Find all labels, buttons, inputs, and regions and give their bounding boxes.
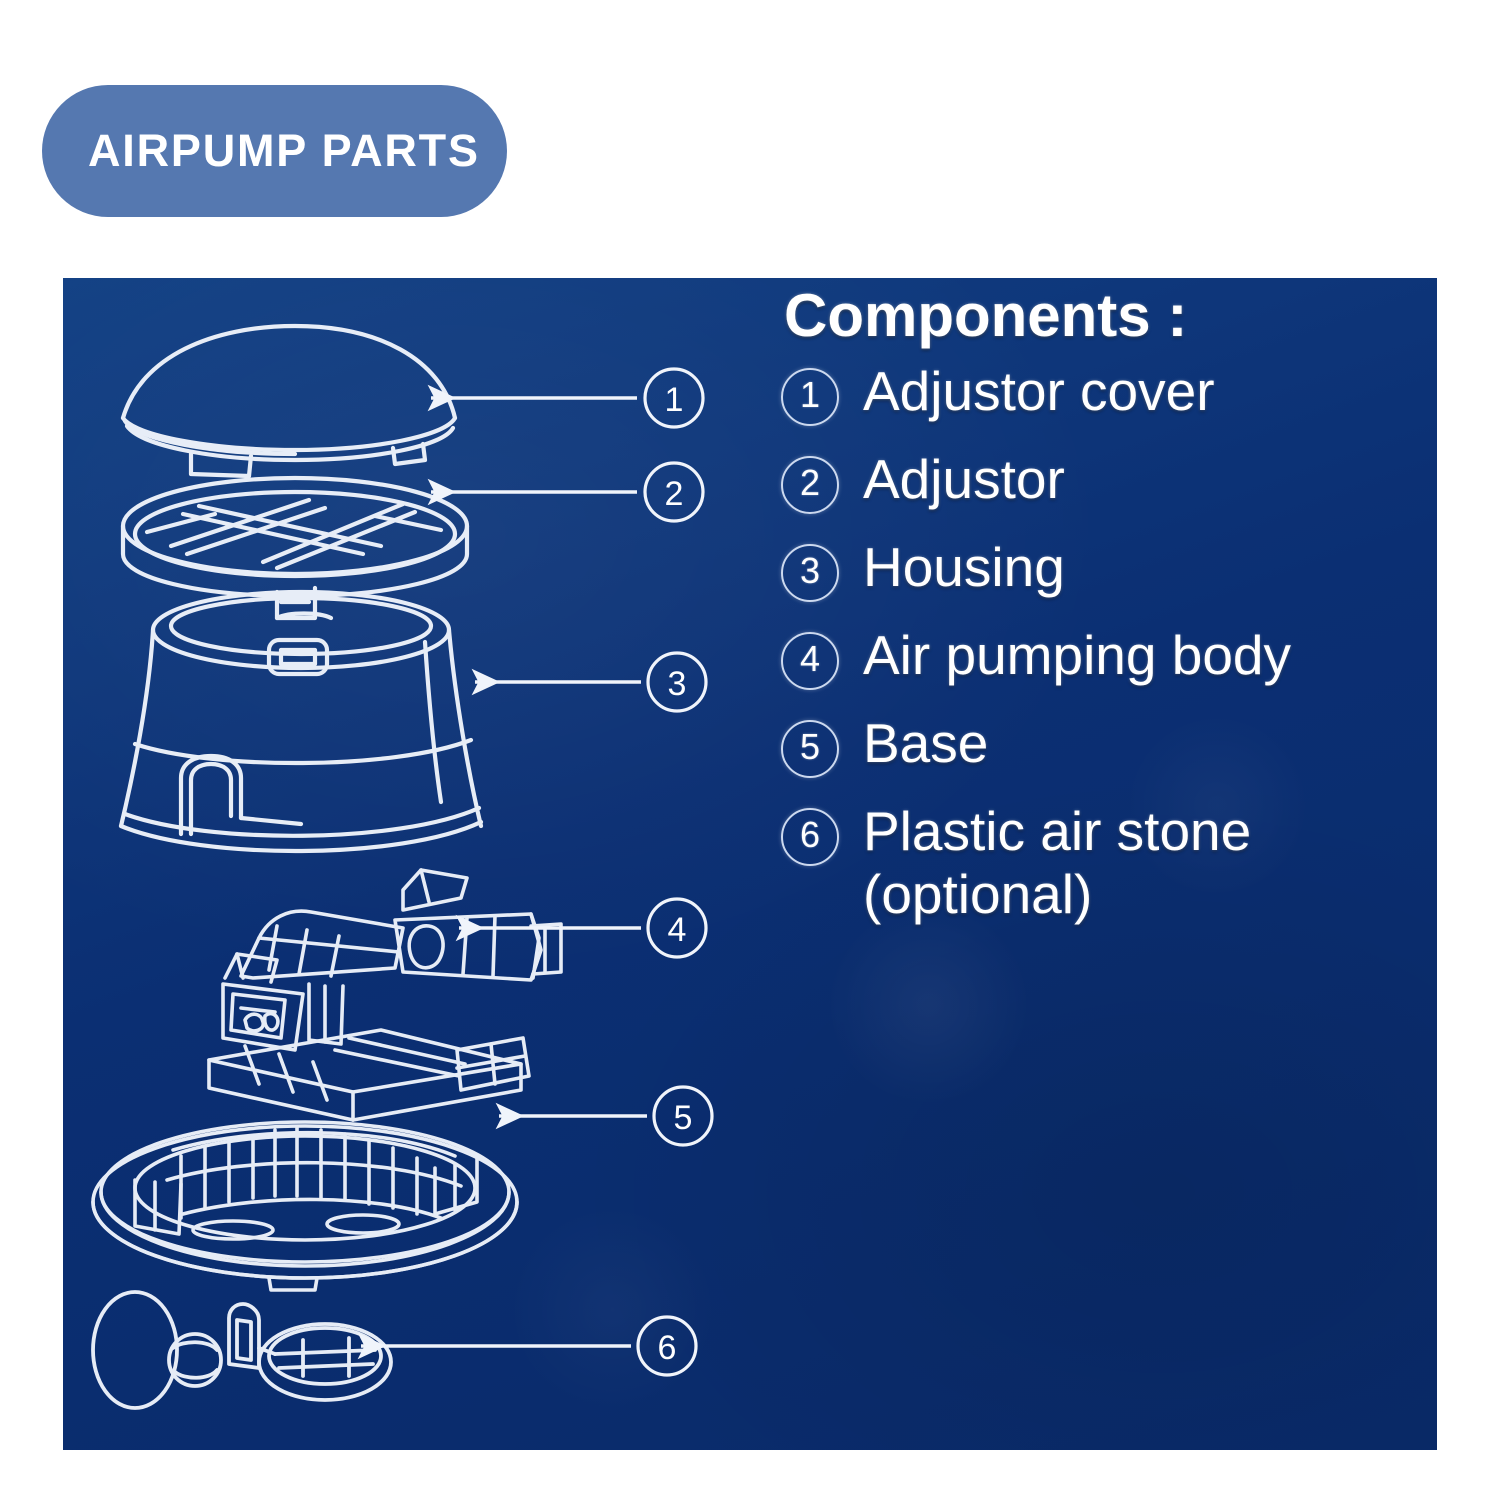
component-list-item-2: 2 Adjustor — [781, 448, 1431, 514]
component-label-2: Adjustor — [863, 448, 1065, 510]
component-list-item-4: 4 Air pumping body — [781, 624, 1431, 690]
component-number-1: 1 — [781, 368, 839, 426]
component-list-item-5: 5 Base — [781, 712, 1431, 778]
callout-arrow-5 — [495, 1085, 714, 1147]
components-heading: Components : — [784, 282, 1188, 349]
part-adjustor — [120, 475, 470, 677]
callout-arrow-4 — [455, 897, 708, 959]
exploded-diagram-panel: 1 2 3 4 5 6 Components : 1 Adjustor cove… — [63, 278, 1437, 1450]
component-label-4: Air pumping body — [863, 624, 1292, 686]
component-number-5: 5 — [781, 720, 839, 778]
part-air-pumping-body — [207, 868, 563, 1122]
part-base — [91, 1120, 519, 1292]
component-label-3: Housing — [863, 536, 1065, 598]
exploded-parts-drawing — [91, 323, 563, 1410]
callout-number-5: 5 — [674, 1099, 693, 1137]
airpump-parts-badge: AIRPUMP PARTS — [42, 85, 507, 217]
callout-number-6: 6 — [658, 1329, 677, 1367]
callout-number-4: 4 — [668, 911, 687, 949]
callout-number-3: 3 — [668, 665, 687, 703]
component-number-2: 2 — [781, 456, 839, 514]
component-label-6: Plastic air stone (optional) — [863, 800, 1252, 926]
component-number-3: 3 — [781, 544, 839, 602]
badge-label: AIRPUMP PARTS — [88, 125, 480, 176]
component-number-4: 4 — [781, 632, 839, 690]
component-number-6: 6 — [781, 808, 839, 866]
component-label-1: Adjustor cover — [863, 360, 1215, 422]
components-legend: Components : 1 Adjustor cover 2 Adjustor… — [781, 286, 1431, 937]
callout-arrow-6 — [357, 1315, 698, 1377]
callout-number-2: 2 — [665, 475, 684, 513]
callout-arrow-2 — [427, 461, 705, 523]
component-list-item-1: 1 Adjustor cover — [781, 360, 1431, 426]
component-label-5: Base — [863, 712, 989, 774]
component-list-item-6: 6 Plastic air stone (optional) — [781, 800, 1431, 927]
part-housing — [118, 589, 484, 854]
part-plastic-air-stone — [91, 1290, 393, 1410]
callout-arrow-3 — [471, 651, 708, 713]
part-adjustor-cover — [120, 323, 458, 479]
callout-arrows-layer: 1 2 3 4 5 6 — [357, 367, 714, 1377]
callout-arrow-1 — [427, 367, 705, 429]
component-list-item-3: 3 Housing — [781, 536, 1431, 602]
callout-number-1: 1 — [665, 381, 684, 419]
